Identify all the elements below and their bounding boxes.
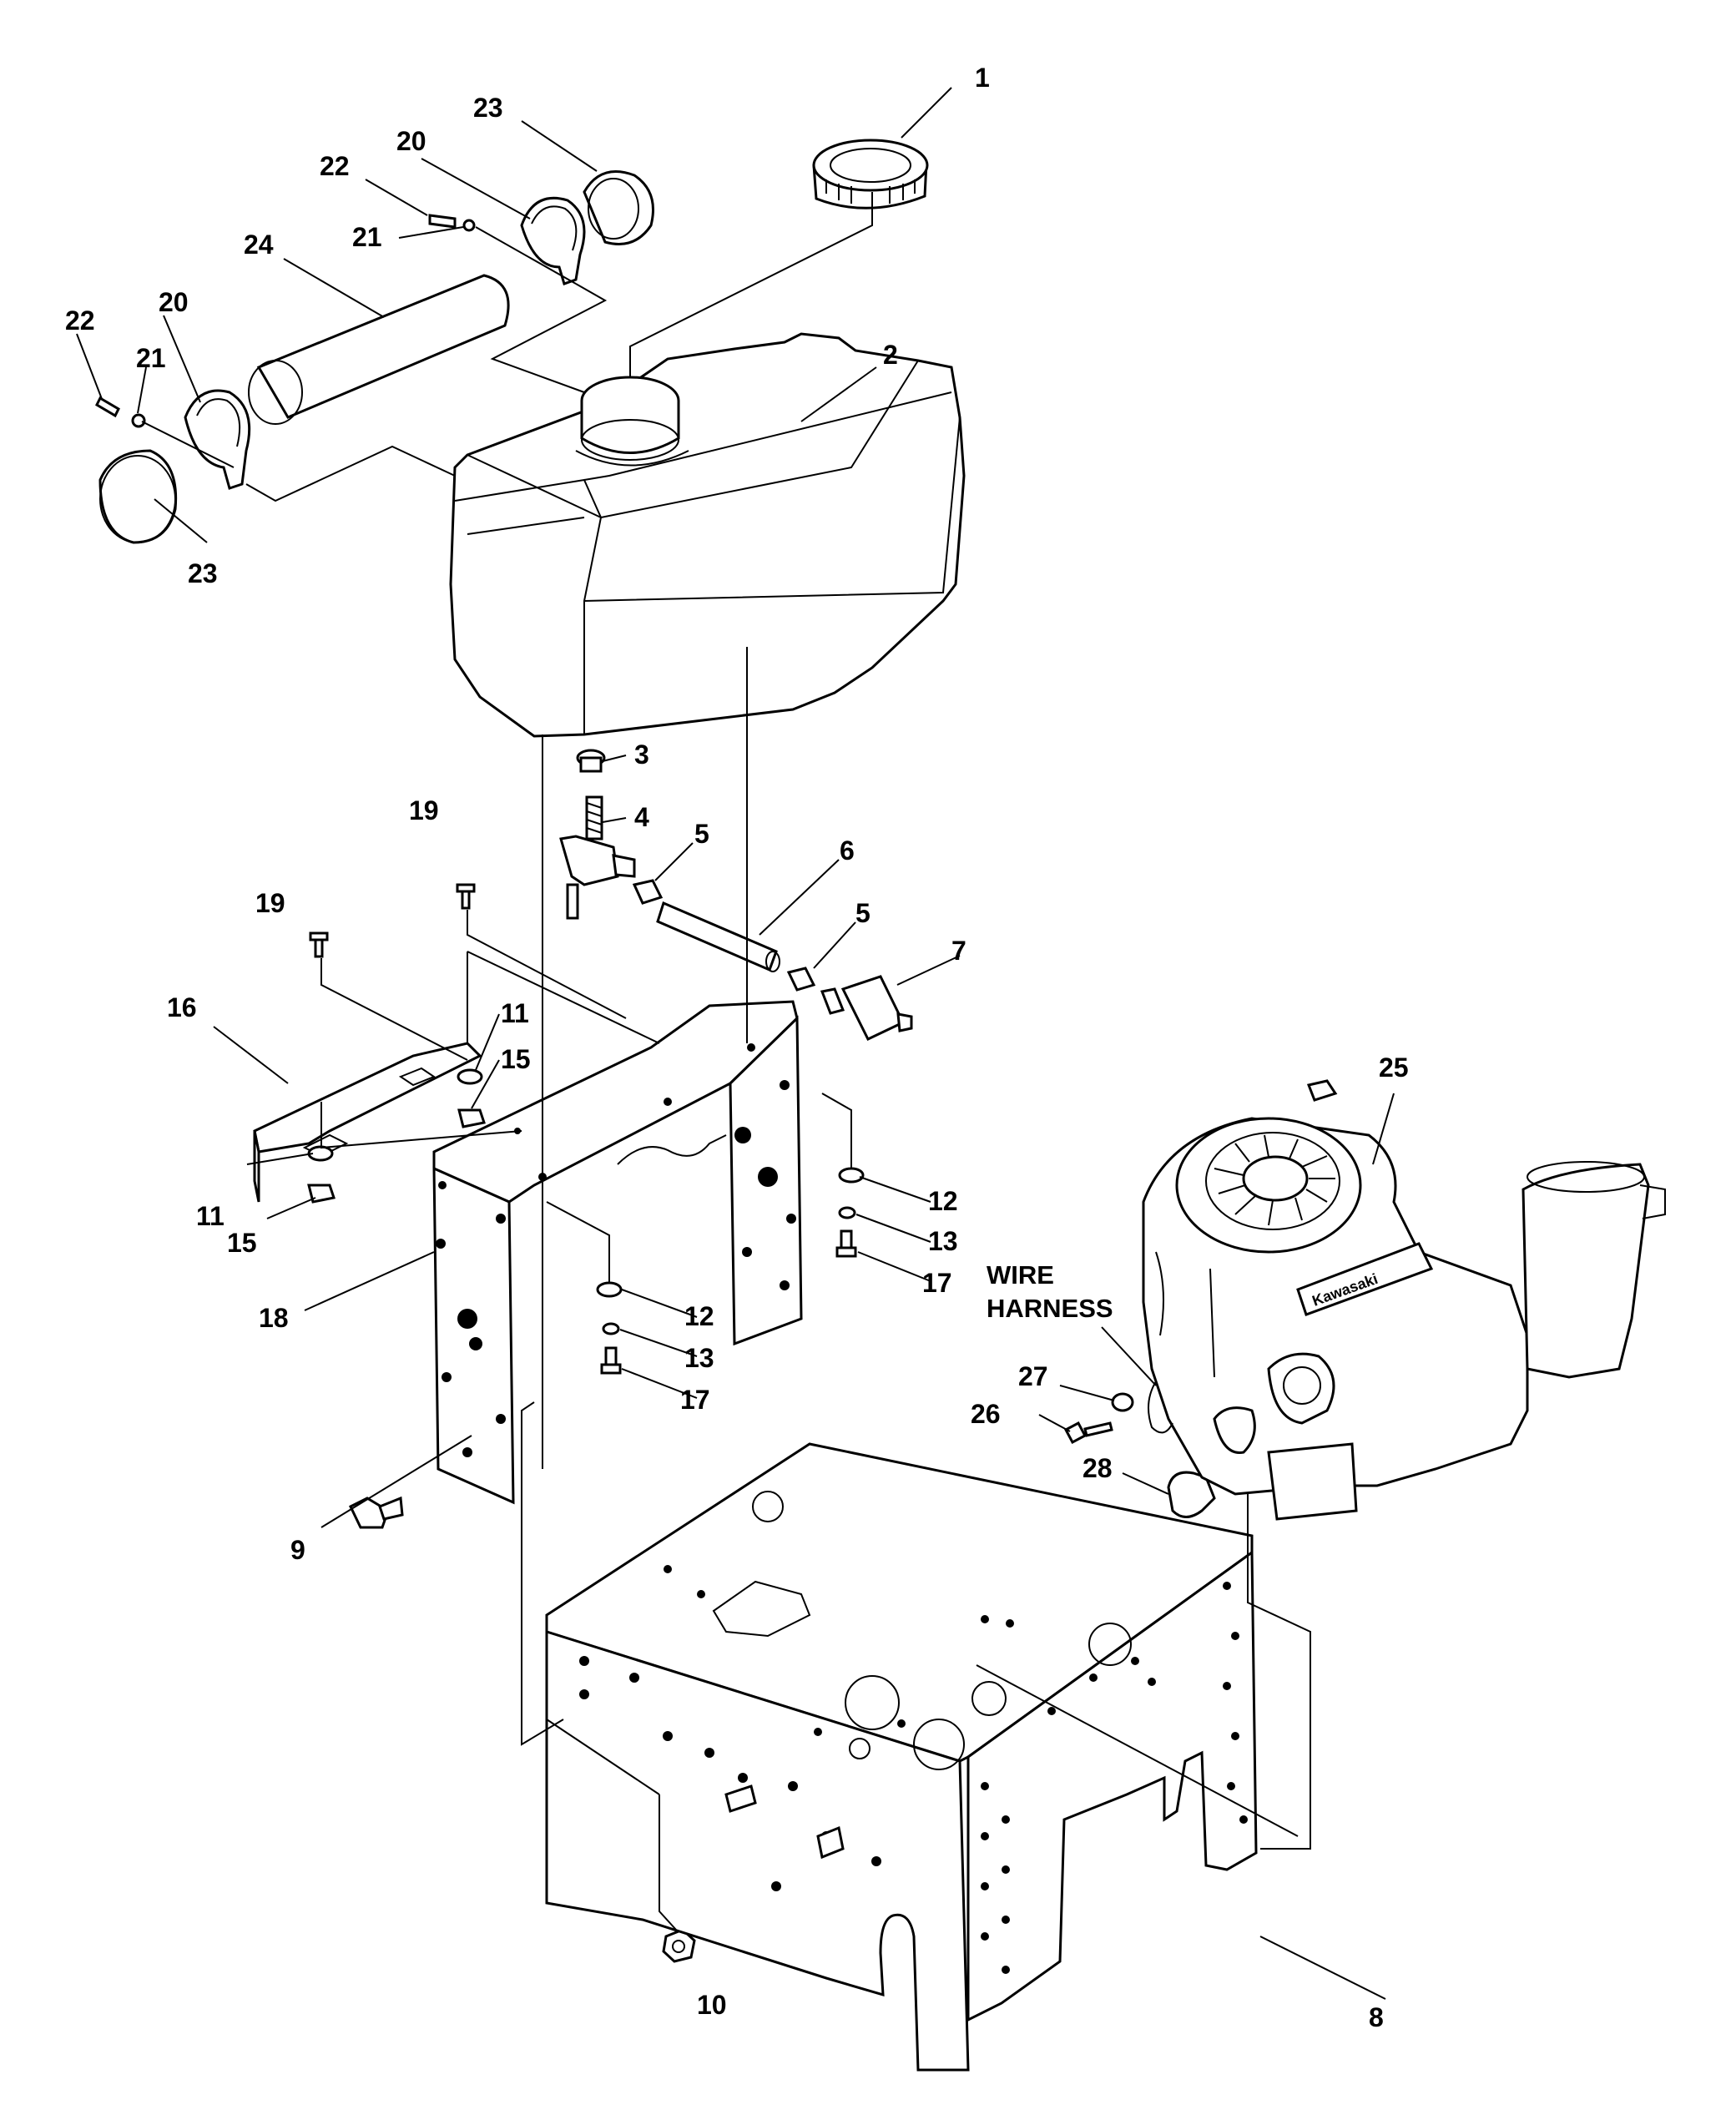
wire-harness-label-line1: WIRE bbox=[987, 1260, 1054, 1290]
console-bracket bbox=[432, 1000, 803, 1505]
callout-12-right: 12 bbox=[928, 1186, 958, 1216]
callout-17-right: 17 bbox=[922, 1268, 952, 1298]
callout-12-left: 12 bbox=[684, 1301, 714, 1331]
callout-11-lower: 11 bbox=[196, 1201, 225, 1231]
callout-20-left: 20 bbox=[159, 287, 189, 317]
callout-20-top: 20 bbox=[396, 126, 426, 156]
callout-16: 16 bbox=[167, 992, 197, 1022]
wire-harness bbox=[1148, 1381, 1173, 1434]
callout-2: 2 bbox=[883, 340, 898, 370]
callout-23-top: 23 bbox=[473, 93, 503, 123]
callout-28: 28 bbox=[1082, 1453, 1113, 1483]
callout-4: 4 bbox=[634, 802, 649, 832]
wire-harness-label-line2: HARNESS bbox=[987, 1294, 1113, 1323]
callout-15-lower: 15 bbox=[227, 1228, 257, 1258]
callout-27: 27 bbox=[1018, 1361, 1048, 1391]
callout-23-bottom: 23 bbox=[188, 558, 218, 588]
callout-18: 18 bbox=[259, 1303, 289, 1333]
chassis-frame bbox=[545, 1442, 1258, 2072]
callout-5-lower: 5 bbox=[855, 898, 871, 928]
callout-11-upper: 11 bbox=[501, 998, 529, 1028]
callout-10: 10 bbox=[697, 1990, 727, 2020]
callout-13-left: 13 bbox=[684, 1343, 714, 1373]
leader-lines bbox=[76, 87, 1395, 2000]
callout-9: 9 bbox=[290, 1535, 305, 1565]
fuel-cap bbox=[812, 139, 929, 209]
callout-21-top: 21 bbox=[352, 222, 382, 252]
callout-7: 7 bbox=[951, 936, 966, 966]
callout-13-right: 13 bbox=[928, 1226, 958, 1256]
callout-17-left: 17 bbox=[680, 1385, 710, 1415]
callout-25: 25 bbox=[1379, 1052, 1409, 1083]
callout-26: 26 bbox=[971, 1399, 1001, 1429]
callout-5-upper: 5 bbox=[694, 819, 709, 849]
callout-19-upper: 19 bbox=[409, 795, 439, 825]
callout-8: 8 bbox=[1369, 2002, 1384, 2032]
callout-1: 1 bbox=[975, 63, 990, 93]
engine: Kawasaki bbox=[1142, 1079, 1666, 1521]
callout-22-top: 22 bbox=[320, 151, 350, 181]
callout-21-left: 21 bbox=[136, 343, 166, 373]
callout-labels: 1 2 3 4 5 6 5 7 23 20 22 21 24 22 21 20 … bbox=[65, 63, 1409, 2032]
callout-15-upper: 15 bbox=[501, 1044, 531, 1074]
callout-19-lower: 19 bbox=[255, 888, 285, 918]
callout-6: 6 bbox=[840, 835, 855, 866]
hose-assembly bbox=[95, 170, 654, 544]
callout-3: 3 bbox=[634, 739, 649, 770]
callout-22-left: 22 bbox=[65, 305, 95, 336]
fuel-valve-assembly bbox=[559, 749, 913, 1041]
mounting-plate bbox=[253, 1042, 482, 1203]
fuel-tank bbox=[449, 332, 966, 738]
callout-24: 24 bbox=[244, 230, 274, 260]
